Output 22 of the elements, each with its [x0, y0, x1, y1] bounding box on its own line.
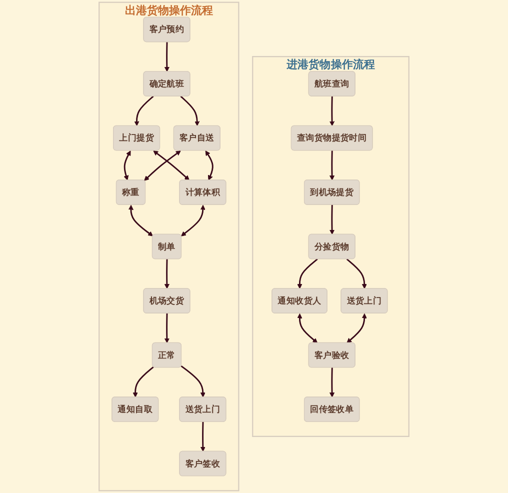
arrow: [346, 258, 367, 289]
arrow: [297, 258, 318, 289]
arrow: [132, 366, 154, 398]
arrow: [164, 42, 170, 72]
arrow: [164, 313, 170, 344]
arrow: [346, 313, 367, 344]
arrow: [297, 313, 318, 344]
arrow: [144, 150, 181, 181]
arrow: [134, 96, 154, 126]
arrow: [180, 96, 200, 126]
arrow: [164, 259, 170, 289]
arrow: [180, 365, 206, 398]
arrow: [329, 368, 335, 398]
arrow: [329, 204, 335, 235]
arrow: [329, 150, 335, 180]
arrow: [181, 204, 206, 236]
arrow: [128, 204, 154, 236]
arrow: [153, 150, 190, 180]
arrow: [200, 422, 206, 452]
arrow: [205, 150, 214, 180]
arrow: [329, 96, 335, 126]
arrow: [124, 150, 131, 180]
